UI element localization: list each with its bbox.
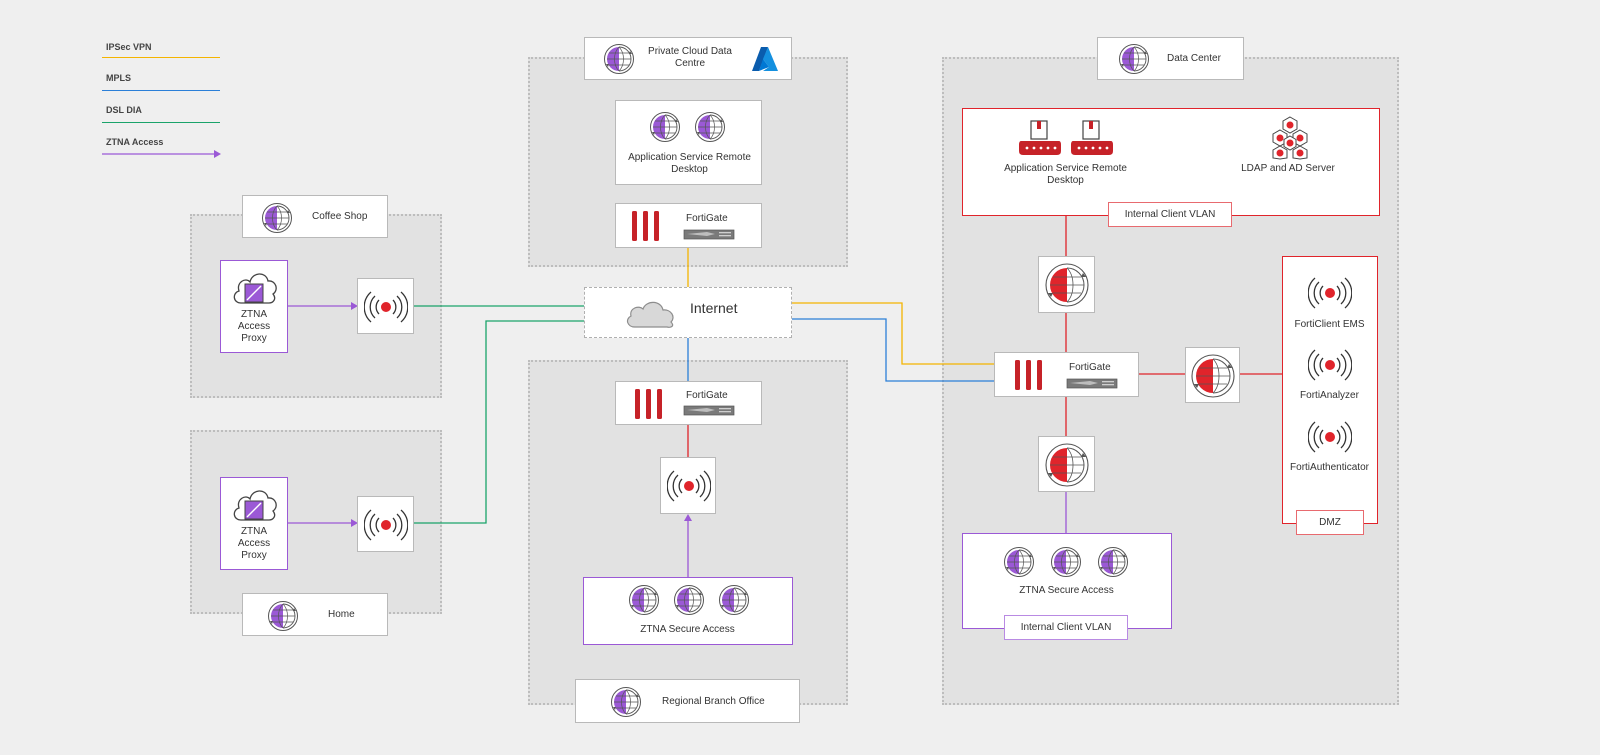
legend-arrow-ztna [102,150,221,158]
ztna-secure-label: ZTNA Secure Access [640,624,735,635]
fortiproxy-dc-right [1185,347,1240,403]
fortigate-cloud: FortiGate [615,203,762,248]
fortianalyzer-label: FortiAnalyzer [1300,390,1359,401]
fortigate-branch: FortiGate [615,381,762,425]
fortiproxy-dc-low [1038,436,1095,492]
wireless-ap-branch [660,457,716,514]
fortigate-label: FortiGate [686,390,728,401]
internet-label: Internet [690,300,738,316]
internal-vlan-label: Internal Client VLAN [1020,622,1112,633]
home-label-box: Home [242,593,388,636]
fortigate-label: FortiGate [686,213,728,224]
private-cloud-label-box: Private Cloud Data Centre [584,37,792,80]
azure-logo-icon [752,47,778,71]
fortigate-bars-icon [633,389,665,419]
coffee-shop-title: Coffee Shop [312,211,368,222]
legend-line-dsl [102,122,220,123]
wireless-icon [1308,271,1352,315]
fortinet-globe-icon [1044,262,1090,308]
globe-icon [610,686,642,718]
globe-icon [649,111,681,143]
globe-icon [694,111,726,143]
globe-icon [1097,546,1129,578]
cloud-icon [626,301,674,328]
ztna-secure-label: ZTNA Secure Access [1019,585,1114,596]
forticlient-ems-label: FortiClient EMS [1294,319,1365,330]
internal-vlan-tag-top: Internal Client VLAN [1108,202,1232,227]
data-center-label-box: Data Center [1097,37,1244,80]
globe-icon [628,584,660,616]
app-service-label: Application Service Remote Desktop [1004,163,1127,186]
server-icon [1017,119,1063,159]
fortiproxy-dc-top [1038,256,1095,313]
dmz-label: DMZ [1319,517,1341,528]
globe-icon [261,202,293,234]
fortigate-dc: FortiGate [994,352,1139,397]
ztna-secure-dc: ZTNA Secure Access [962,533,1172,629]
legend-line-mpls [102,90,220,91]
wireless-ap-home [357,496,414,552]
ztna-proxy-label: ZTNA Access Proxy [237,309,271,344]
ztna-proxy-label: ZTNA Access Proxy [237,526,271,561]
appliance-icon [683,229,735,240]
coffee-shop-label-box: Coffee Shop [242,195,388,238]
ztna-proxy-coffee: ZTNA Access Proxy [220,260,288,353]
dsl-line-home [414,320,584,524]
home-title: Home [328,609,355,620]
globe-icon [673,584,705,616]
wireless-icon [1308,415,1352,459]
regional-branch-title: Regional Branch Office [662,696,765,707]
fortigate-bars-icon [630,211,662,241]
globe-icon [1050,546,1082,578]
ztna-arrowhead-branch [684,514,692,521]
ztna-proxy-home: ZTNA Access Proxy [220,477,288,570]
globe-icon [1118,43,1150,75]
wireless-icon [364,503,408,547]
globe-icon [1003,546,1035,578]
dmz-tag: DMZ [1296,510,1364,535]
legend-label-dsl: DSL DIA [106,105,142,115]
internal-vlan-tag-bottom: Internal Client VLAN [1004,615,1128,640]
ldap-label: LDAP and AD Server [1241,163,1335,174]
fortinet-globe-icon [1190,353,1236,399]
legend-label-ztna: ZTNA Access [106,137,164,147]
wireless-icon [364,285,408,329]
wireless-ap-coffee [357,278,414,334]
data-center-title: Data Center [1167,53,1221,64]
mpls-line-datacenter [792,318,994,382]
internal-servers-vlan: Application Service Remote Desktop LDAP … [962,108,1380,216]
server-icon [1069,119,1115,159]
private-cloud-title: Private Cloud Data Centre [648,46,732,69]
legend-label-ipsec: IPSec VPN [106,42,152,52]
app-service-cloud: Application Service Remote Desktop [615,100,762,185]
internet-box: Internet [584,287,792,338]
wireless-icon [667,464,711,508]
ztna-secure-branch: ZTNA Secure Access [583,577,793,645]
ztna-arrowhead-coffee [351,302,358,310]
dmz-box: FortiClient EMS FortiAnalyzer FortiAuthe… [1282,256,1378,524]
fortiauthenticator-label: FortiAuthenticator [1290,462,1369,473]
globe-icon [267,600,299,632]
appliance-icon [1066,378,1118,389]
wireless-icon [1308,343,1352,387]
ipsec-line-datacenter [792,302,994,365]
cloud-proxy-icon [231,267,277,307]
appliance-icon [683,405,735,416]
regional-branch-label-box: Regional Branch Office [575,679,800,723]
legend-line-ipsec [102,57,220,58]
app-service-label: Application Service Remote Desktop [628,152,751,175]
legend-label-mpls: MPLS [106,73,132,83]
ztna-arrowhead-home [351,519,358,527]
ldap-hex-icon [1266,116,1314,160]
fortigate-label: FortiGate [1069,362,1111,373]
internal-vlan-label: Internal Client VLAN [1124,209,1216,220]
cloud-proxy-icon [231,484,277,524]
fortigate-bars-icon [1013,360,1045,390]
fortinet-globe-icon [1044,442,1090,488]
globe-icon [603,43,635,75]
globe-icon [718,584,750,616]
